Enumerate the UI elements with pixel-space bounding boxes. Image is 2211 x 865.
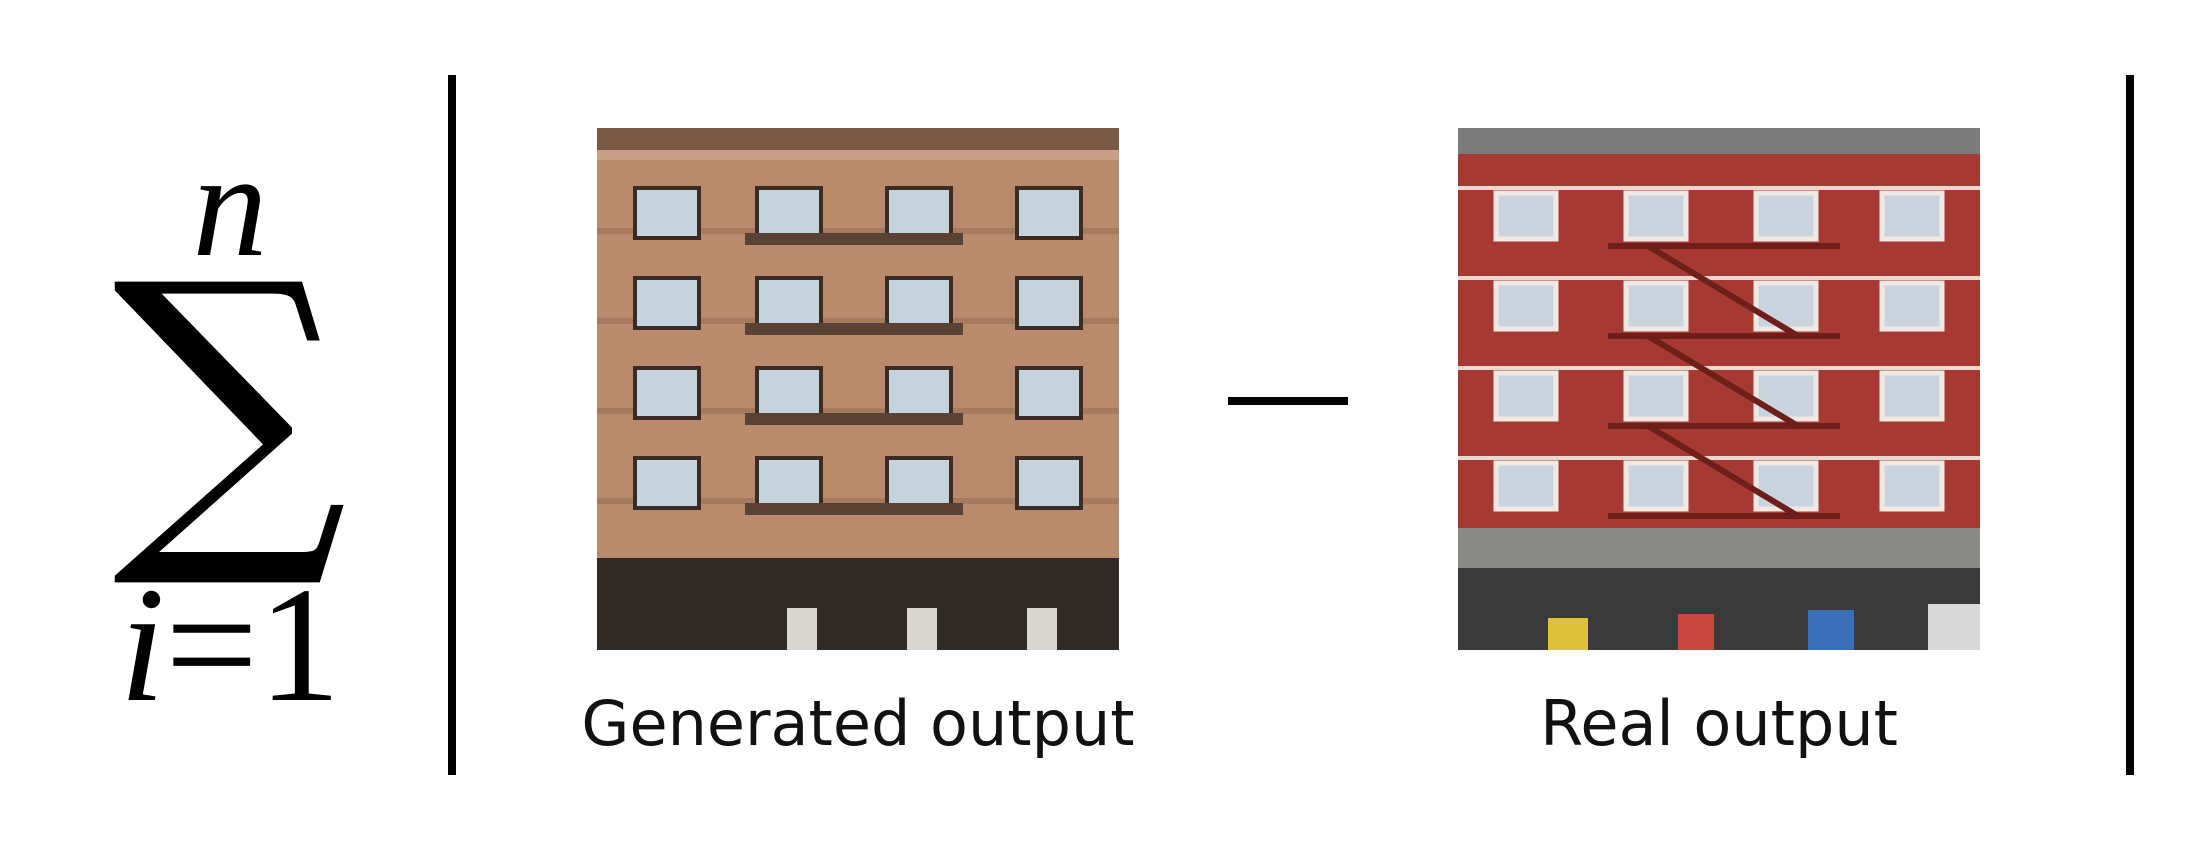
sum-index-var: i [119,553,166,736]
sum-upper-limit: n [192,122,268,288]
sum-equals: = [165,553,259,736]
real-output-caption: Real output [1540,687,1898,760]
minus-sign [1228,397,1348,405]
sum-start-value: 1 [258,553,341,736]
abs-bar-left [448,75,456,775]
abs-bar-right [2126,75,2134,775]
sigma-operator: ∑ [112,213,348,597]
generated-output-caption: Generated output [581,687,1135,760]
summation-symbol: n ∑ i=1 [70,130,390,730]
generated-output-image [597,128,1119,650]
real-output-image [1458,128,1980,650]
sum-lower-limit: i=1 [70,560,390,730]
